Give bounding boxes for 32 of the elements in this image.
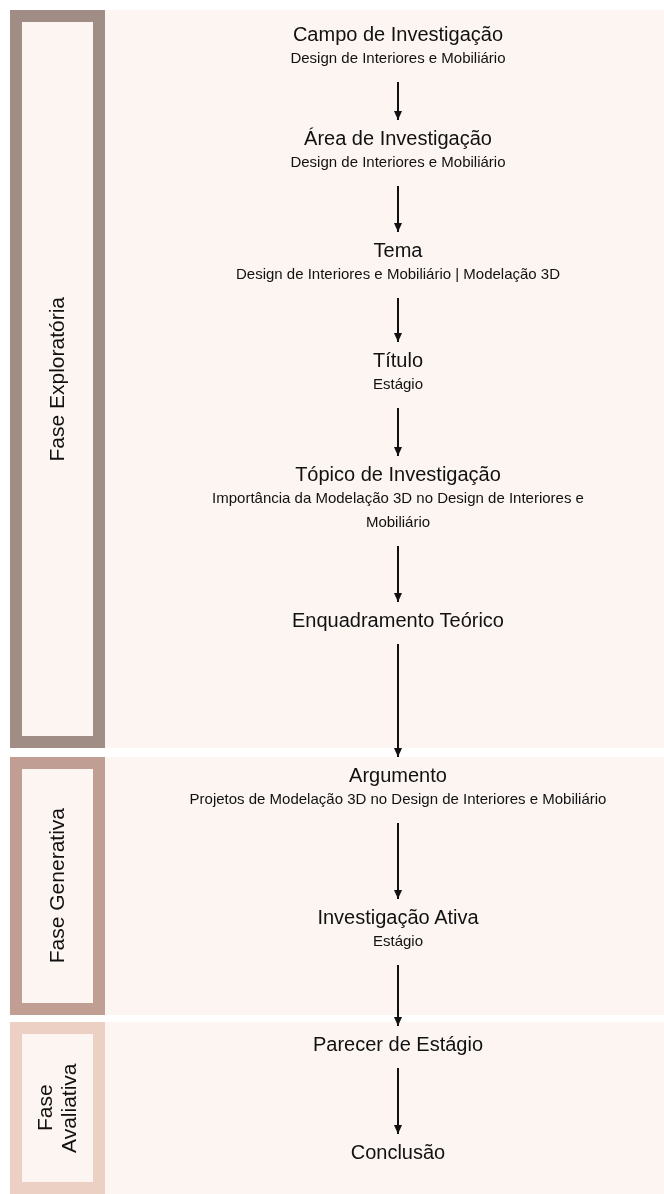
step-heading: Tópico de Investigação xyxy=(294,462,502,486)
step-heading: Enquadramento Teórico xyxy=(291,608,505,632)
step-heading: Conclusão xyxy=(349,1140,447,1164)
step-description: Importância da Modelação 3D no Design de Interiores e Mobiliário xyxy=(211,488,585,532)
step-heading: Campo de Investigação xyxy=(291,22,505,46)
step-description: Estágio xyxy=(371,374,424,394)
arrow xyxy=(394,407,402,457)
phase-panel xyxy=(10,10,664,748)
step-heading: Parecer de Estágio xyxy=(311,1032,485,1056)
step-description: Projetos de Modelação 3D no Design de Interiores e Mobiliário xyxy=(188,789,608,809)
step-heading: Investigação Ativa xyxy=(316,905,480,929)
phase-label: Fase Avaliativa xyxy=(33,1062,82,1155)
arrow xyxy=(394,297,402,343)
step-description: Estágio xyxy=(371,931,424,951)
phase-label: Fase Generativa xyxy=(45,808,70,964)
arrow xyxy=(394,185,402,233)
arrow xyxy=(394,1067,402,1135)
arrow xyxy=(394,545,402,603)
arrow xyxy=(394,81,402,121)
step-description: Design de Interiores e Mobiliário xyxy=(289,48,507,68)
step-heading: Tema xyxy=(372,238,424,262)
phase-label: Fase Exploratória xyxy=(45,296,70,462)
arrow xyxy=(394,643,402,758)
step-heading: Argumento xyxy=(348,763,448,787)
step-heading: Área de Investigação xyxy=(303,126,493,150)
arrow xyxy=(394,822,402,900)
arrow xyxy=(394,964,402,1027)
phase-panel xyxy=(10,1022,664,1194)
step-description: Design de Interiores e Mobiliário xyxy=(289,152,507,172)
phase-panel xyxy=(10,757,664,1015)
step-heading: Título xyxy=(372,348,424,372)
step-description: Design de Interiores e Mobiliário | Modelação 3D xyxy=(234,264,562,284)
